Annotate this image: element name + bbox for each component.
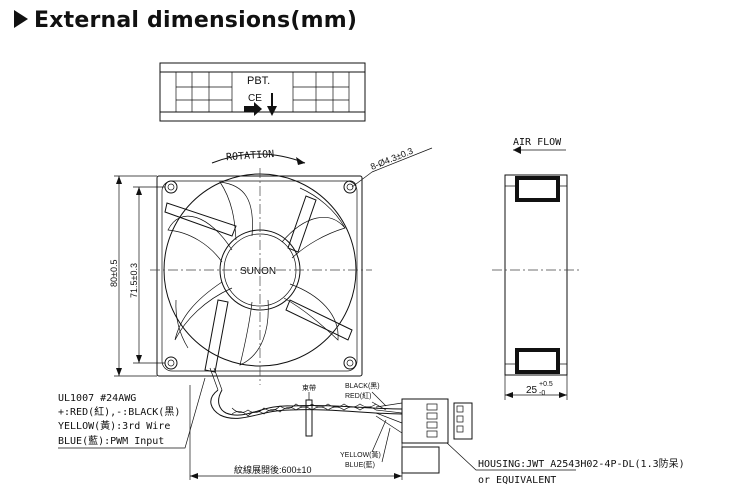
mount-hole-icon <box>343 356 357 370</box>
wire-notes: UL1007 #24AWG +:RED(紅),-:BLACK(黑) YELLOW… <box>58 377 206 449</box>
thickness-tol-upper: +0.5 <box>539 381 553 388</box>
fan-frame <box>156 175 363 377</box>
page-title-text: External dimensions(mm) <box>34 8 358 33</box>
top-view-outline <box>159 62 366 122</box>
housing-line-2: or EQUIVALENT <box>478 475 556 486</box>
hole-label: 8-Ø4.3±0.3 <box>369 146 414 172</box>
top-view: PBT. CE <box>159 62 366 122</box>
brand-label: SUNON <box>240 266 276 277</box>
fan-blades-icon <box>167 181 346 366</box>
front-view: ROTATION 8-Ø4.3±0.3 <box>109 146 433 391</box>
length-label: 紋線展開後:600±10 <box>234 464 311 475</box>
wire-note-4: BLUE(藍):PWM Input <box>58 434 164 447</box>
rotation-label: ROTATION <box>226 149 275 163</box>
wire-note-3: YELLOW(黃):3rd Wire <box>58 419 170 432</box>
down-arrow-icon <box>267 93 277 116</box>
wire-note-2: +:RED(紅),-:BLACK(黑) <box>58 406 180 418</box>
dim-outer-label: 80±0.5 <box>109 260 119 287</box>
black-wire-label: BLACK(黑) <box>345 382 380 390</box>
thickness-tol-lower: -0 <box>539 390 545 397</box>
pbt-mark: PBT. <box>247 75 270 87</box>
fan-struts <box>164 195 353 373</box>
side-view: AIR FLOW 25 +0.5 -0 <box>492 137 580 400</box>
connector-front <box>401 446 440 474</box>
blue-wire-label: BLUE(藍) <box>345 460 375 469</box>
airflow-label: AIR FLOW <box>513 137 562 148</box>
red-wire-label: RED(紅) <box>345 391 371 400</box>
triangle-bullet-icon <box>14 10 28 28</box>
connector-housing <box>401 398 449 444</box>
mount-hole-icon <box>164 180 178 194</box>
rotation-arc <box>211 153 306 164</box>
mount-hole-icon <box>164 356 178 370</box>
yellow-wire-label: YELLOW(黃) <box>340 450 381 459</box>
connector-side <box>453 402 473 440</box>
right-arrow-icon <box>244 102 262 116</box>
housing-line-1: HOUSING:JWT A2543H02-4P-DL(1.3防呆) <box>478 457 685 470</box>
rotation-arrow-icon <box>296 157 305 165</box>
dim-inner-label: 71.5±0.3 <box>129 263 139 298</box>
side-outline <box>504 174 568 376</box>
housing-note: HOUSING:JWT A2543H02-4P-DL(1.3防呆) or EQU… <box>478 457 685 486</box>
thickness-value: 25 <box>526 385 538 396</box>
wire-harness: 束帶 BLACK(黑) RED(紅) YELLOW(黃) BLUE(藍) 紋線展… <box>189 382 576 480</box>
ce-mark: CE <box>248 93 262 104</box>
page-title: External dimensions(mm) <box>14 8 357 33</box>
mount-hole-icon <box>343 180 357 194</box>
tie-label: 束帶 <box>302 384 316 392</box>
wire-note-1: UL1007 #24AWG <box>58 393 136 404</box>
